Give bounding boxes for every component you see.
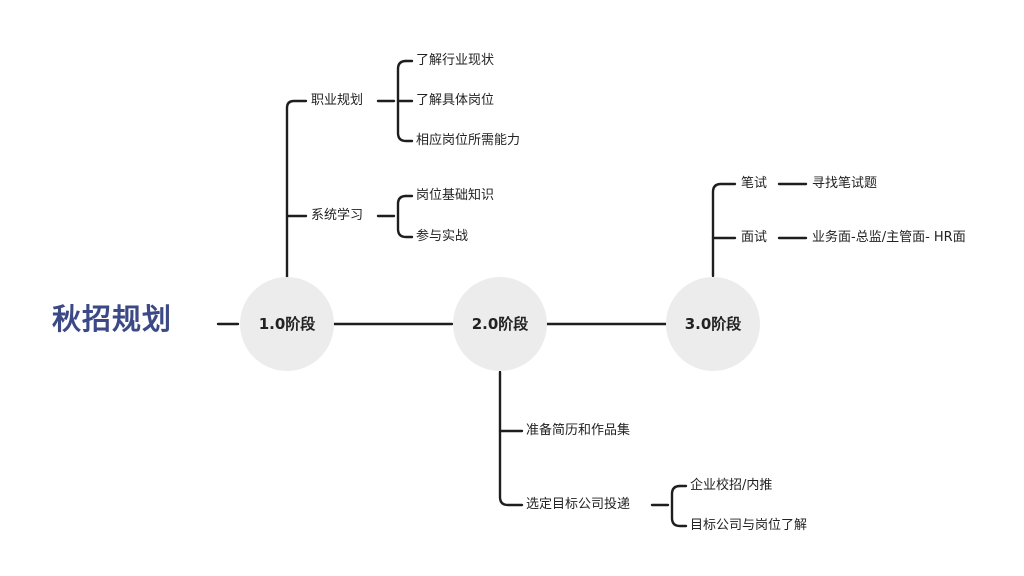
stage-node-3: 3.0阶段	[666, 277, 760, 371]
stage-node-1: 1.0阶段	[240, 277, 334, 371]
branch-system-learning: 系统学习	[311, 208, 364, 223]
career-bracket	[396, 59, 414, 143]
item-specific-role: 了解具体岗位	[416, 93, 495, 108]
branch-target-company: 选定目标公司投递	[526, 497, 631, 512]
stage-label-3: 3.0阶段	[684, 314, 742, 333]
item-practice: 参与实战	[416, 229, 469, 244]
stage1-trunk	[285, 99, 308, 279]
item-role-abilities: 相应岗位所需能力	[416, 133, 521, 148]
learning-bracket	[396, 194, 414, 239]
branch-interview: 面试	[741, 230, 768, 245]
branch-career-planning: 职业规划	[311, 93, 364, 108]
item-industry-status: 了解行业现状	[416, 53, 495, 68]
item-interview-rounds: 业务面-总监/主管面- HR面	[812, 230, 966, 245]
stage-node-2: 2.0阶段	[453, 277, 547, 371]
stage3-trunk	[711, 182, 737, 278]
item-basic-knowledge: 岗位基础知识	[416, 188, 495, 203]
map-title: 秋招规划	[52, 302, 173, 336]
item-company-role-research: 目标公司与岗位了解	[690, 518, 808, 533]
stage2-trunk	[498, 370, 524, 507]
stage-label-2: 2.0阶段	[471, 314, 529, 333]
stage-label-1: 1.0阶段	[258, 314, 316, 333]
apply-bracket	[670, 484, 688, 528]
branch-resume-portfolio: 准备简历和作品集	[526, 423, 631, 438]
item-find-test-questions: 寻找笔试题	[812, 176, 878, 191]
branch-written-test: 笔试	[741, 176, 768, 191]
item-campus-referral: 企业校招/内推	[690, 478, 773, 493]
